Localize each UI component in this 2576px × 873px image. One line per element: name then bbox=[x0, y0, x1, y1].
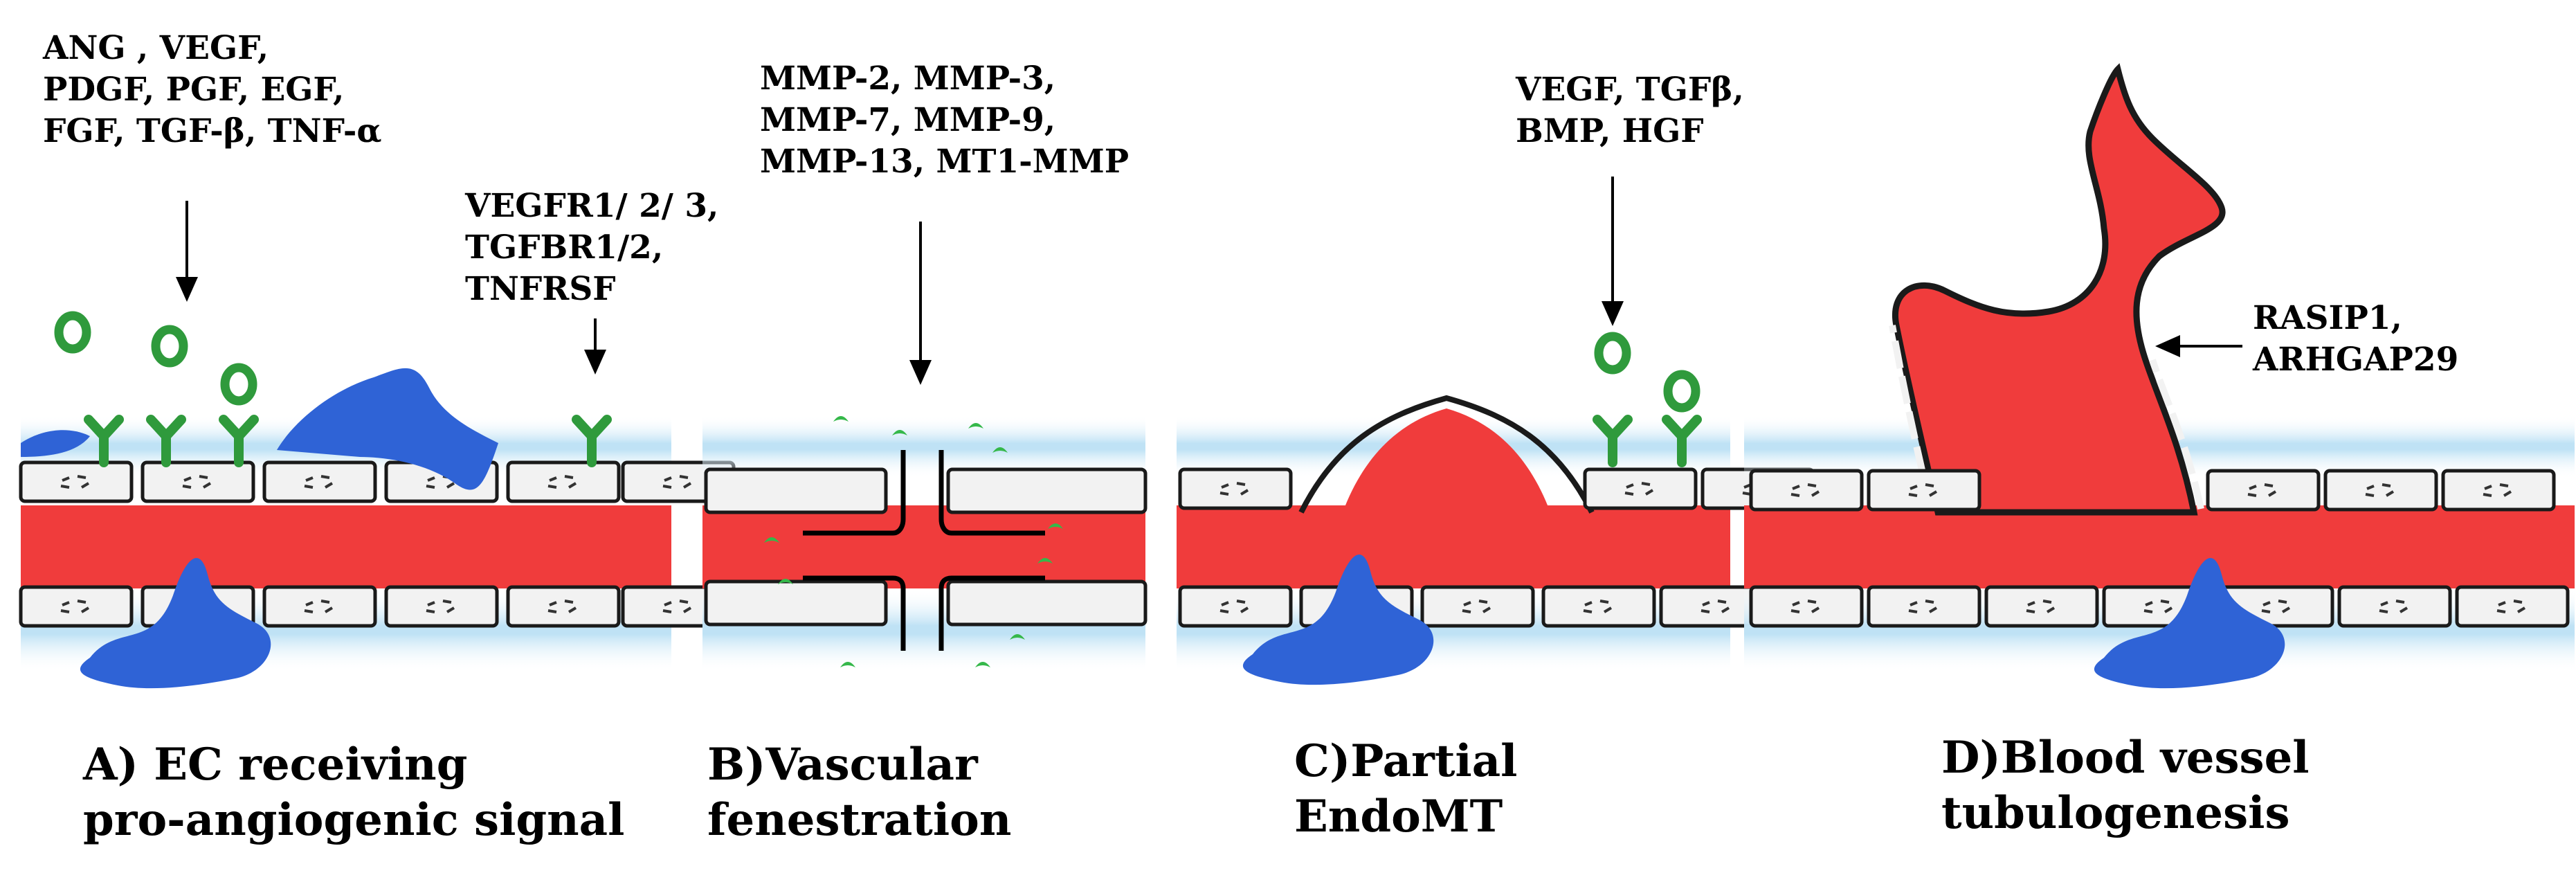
panel-a-factors: ANG , VEGF, PDGF, PGF, EGF, FGF, TGF-β, … bbox=[43, 29, 382, 150]
panel-b-caption: B)Vascular fenestration bbox=[707, 739, 1012, 846]
pericyte-edge bbox=[21, 430, 90, 457]
endomt-bulge bbox=[1343, 408, 1550, 512]
vessel-lumen bbox=[1744, 505, 2575, 588]
fenestration-gap-lower bbox=[803, 575, 1045, 651]
endothelial-cell-row-top bbox=[704, 467, 1148, 514]
endothelial-cell-row-bottom bbox=[1751, 587, 2568, 626]
panel-c-graphic bbox=[1177, 177, 1813, 685]
ligand-icons bbox=[59, 316, 253, 401]
panel-d-caption: D)Blood vessel tubulogenesis bbox=[1941, 732, 2310, 839]
panel-c-factors: VEGF, TGFβ, BMP, HGF bbox=[1516, 71, 1744, 150]
panel-d-graphic bbox=[1744, 63, 2575, 689]
vessel-lumen bbox=[1177, 505, 1730, 588]
panel-b-factors: MMP-2, MMP-3, MMP-7, MMP-9, MMP-13, MT1-… bbox=[760, 60, 1130, 181]
panel-d-factors: RASIP1, ARHGAP29 bbox=[2253, 299, 2459, 379]
endothelial-cell-row-bottom bbox=[704, 579, 1148, 627]
panel-a-caption: A) EC receiving pro-angiogenic signal bbox=[83, 739, 625, 846]
endothelial-cell-row-bottom bbox=[1180, 587, 1772, 626]
panel-a-receptors: VEGFR1/ 2/ 3, TGFBR1/2, TNFRSF bbox=[465, 187, 719, 308]
ligand-icons bbox=[1599, 336, 1696, 408]
panel-b-graphic bbox=[702, 222, 1148, 672]
panel-c-caption: C)Partial EndoMT bbox=[1294, 735, 1518, 843]
vessel-lumen bbox=[702, 505, 1145, 588]
pericyte bbox=[277, 368, 498, 490]
endomt-cell-layer bbox=[1298, 395, 1595, 514]
panel-a-graphic bbox=[21, 201, 734, 689]
sprouting-vessel bbox=[1892, 63, 2226, 516]
vessel-lumen bbox=[21, 505, 671, 588]
fenestration-gap bbox=[803, 450, 1045, 536]
